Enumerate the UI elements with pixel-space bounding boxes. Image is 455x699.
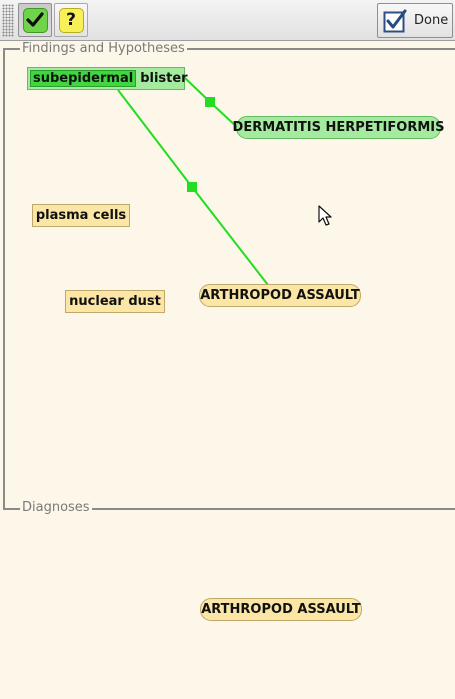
findings-section-left-border <box>3 48 5 508</box>
finding-nuclear-label: nuclear dust <box>69 294 161 309</box>
hypothesis-arthropod-assault[interactable]: ARTHROPOD ASSAULT <box>199 284 361 307</box>
link-blister-arthropod-end <box>191 186 269 286</box>
finding-highlight-text: subepidermal <box>30 70 137 87</box>
check-icon <box>22 7 48 33</box>
help-button[interactable]: ? <box>54 3 88 37</box>
finding-subepidermal-blister[interactable]: subepidermal blister <box>27 67 188 90</box>
help-glyph: ? <box>66 10 76 30</box>
link-handle-dermatitis[interactable] <box>205 97 215 107</box>
finding-rest-text: blister <box>140 71 188 86</box>
finding-plasma-label: plasma cells <box>35 208 127 223</box>
finding-nuclear-dust[interactable]: nuclear dust <box>65 290 165 313</box>
question-icon: ? <box>58 7 84 33</box>
hypothesis-arthropod-label: ARTHROPOD ASSAULT <box>200 288 360 303</box>
diagnoses-section-title: Diagnoses <box>20 500 92 515</box>
checkbox-checked-icon <box>383 9 407 32</box>
done-label: Done <box>414 13 449 28</box>
toolbar-grip[interactable] <box>2 4 14 37</box>
diagnosis-arthropod-label: ARTHROPOD ASSAULT <box>201 602 361 617</box>
link-handle-arthropod[interactable] <box>187 182 197 192</box>
diagnosis-arthropod-assault[interactable]: ARTHROPOD ASSAULT <box>200 598 362 621</box>
finding-plasma-cells[interactable]: plasma cells <box>32 204 130 227</box>
hypothesis-dermatitis-herpetiformis[interactable]: DERMATITIS HERPETIFORMIS <box>233 116 444 139</box>
findings-section-title: Findings and Hypotheses <box>20 41 187 56</box>
check-button[interactable] <box>18 3 52 37</box>
mouse-cursor-icon <box>318 205 332 226</box>
toolbar: ? Done <box>0 0 455 41</box>
done-button[interactable]: Done <box>377 3 453 38</box>
findings-section-border <box>3 48 455 50</box>
link-blister-arthropod <box>117 89 193 188</box>
hypothesis-dermatitis-label: DERMATITIS HERPETIFORMIS <box>232 120 445 135</box>
diagnoses-section-border <box>3 508 455 510</box>
